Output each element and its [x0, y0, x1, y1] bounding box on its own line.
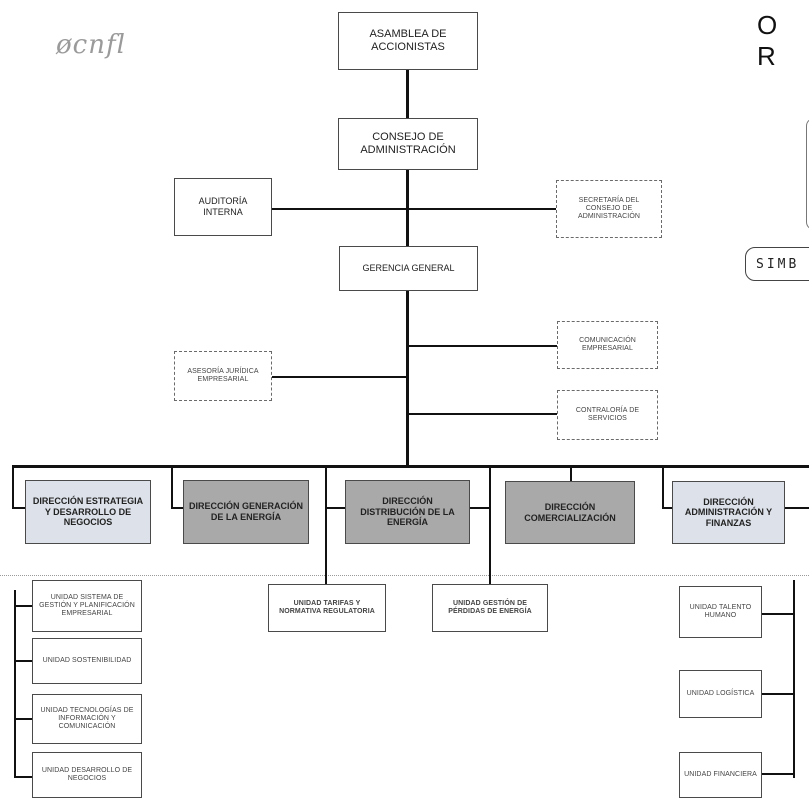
consejo-box: CONSEJO DE ADMINISTRACIÓN — [338, 118, 478, 170]
unit-admin-1: UNIDAD TALENTO HUMANO — [679, 586, 762, 638]
connector-comunicacion — [407, 345, 557, 347]
strategy-spine — [14, 590, 16, 778]
simbology-label: SIMB — [745, 247, 809, 281]
asesoria-box: ASESORÍA JURÍDICA EMPRESARIAL — [174, 351, 272, 401]
direction-distribution: DIRECCIÓN DISTRIBUCIÓN DE LA ENERGÍA — [345, 480, 470, 544]
unit-perdidas: UNIDAD GESTIÓN DE PÉRDIDAS DE ENERGÍA — [432, 584, 548, 632]
connector-auditoria-secretaria — [272, 208, 556, 210]
drop-dir-2 — [171, 465, 173, 509]
drop-dir-6b — [662, 507, 672, 509]
auditoria-box: AUDITORÍA INTERNA — [174, 178, 272, 236]
admin-tick-2 — [762, 693, 794, 695]
asamblea-box: ASAMBLEA DE ACCIONISTAS — [338, 12, 478, 70]
drop-dir-2b — [171, 507, 183, 509]
level-separator — [0, 575, 809, 576]
drop-dir-4 — [489, 465, 491, 585]
strategy-tick-4 — [14, 776, 32, 778]
unit-strategy-1: UNIDAD SISTEMA DE GESTIÓN Y PLANIFICACIÓ… — [32, 580, 142, 632]
connector-trunk-main — [406, 291, 409, 467]
admin-tick-3 — [762, 773, 794, 775]
drop-dir-3 — [325, 465, 327, 585]
connector-directions-bus — [12, 465, 809, 468]
cnfl-logo: øcnfl — [56, 30, 126, 60]
gerencia-box: GERENCIA GENERAL — [339, 246, 478, 291]
direction-admin-finance: DIRECCIÓN ADMINISTRACIÓN Y FINANZAS — [672, 481, 785, 544]
comunicacion-box: COMUNICACIÓN EMPRESARIAL — [557, 321, 658, 369]
drop-dir-6r — [785, 507, 809, 509]
unit-admin-2: UNIDAD LOGÍSTICA — [679, 670, 762, 718]
direction-commercialization: DIRECCIÓN COMERCIALIZACIÓN — [505, 481, 635, 544]
drop-dir-3c — [325, 507, 345, 509]
unit-tarifas: UNIDAD TARIFAS Y NORMATIVA REGULATORIA — [268, 584, 386, 632]
drop-dir-1b — [12, 507, 25, 509]
unit-strategy-4: UNIDAD DESARROLLO DE NEGOCIOS — [32, 752, 142, 798]
drop-dir-4c — [470, 507, 490, 509]
direction-generation: DIRECCIÓN GENERACIÓN DE LA ENERGÍA — [183, 480, 309, 544]
admin-spine — [793, 580, 795, 778]
strategy-tick-2 — [14, 660, 32, 662]
admin-tick-1 — [762, 613, 794, 615]
unit-strategy-2: UNIDAD SOSTENIBILIDAD — [32, 638, 142, 684]
unit-strategy-3: UNIDAD TECNOLOGÍAS DE INFORMACIÓN Y COMU… — [32, 694, 142, 744]
chart-title: O R — [757, 10, 780, 71]
direction-strategy: DIRECCIÓN ESTRATEGIA Y DESARROLLO DE NEG… — [25, 480, 151, 544]
connector-contraloria — [407, 413, 557, 415]
contraloria-box: CONTRALORÍA DE SERVICIOS — [557, 390, 658, 440]
connector-asesoria — [272, 376, 408, 378]
drop-dir-1 — [12, 465, 14, 509]
strategy-tick-1 — [14, 605, 32, 607]
connector-trunk-top — [406, 70, 409, 118]
secretaria-box: SECRETARÍA DEL CONSEJO DE ADMINISTRACIÓN — [556, 180, 662, 238]
drop-dir-5 — [570, 465, 572, 481]
unit-admin-3: UNIDAD FINANCIERA — [679, 752, 762, 798]
drop-dir-6 — [662, 465, 664, 509]
strategy-tick-3 — [14, 718, 32, 720]
